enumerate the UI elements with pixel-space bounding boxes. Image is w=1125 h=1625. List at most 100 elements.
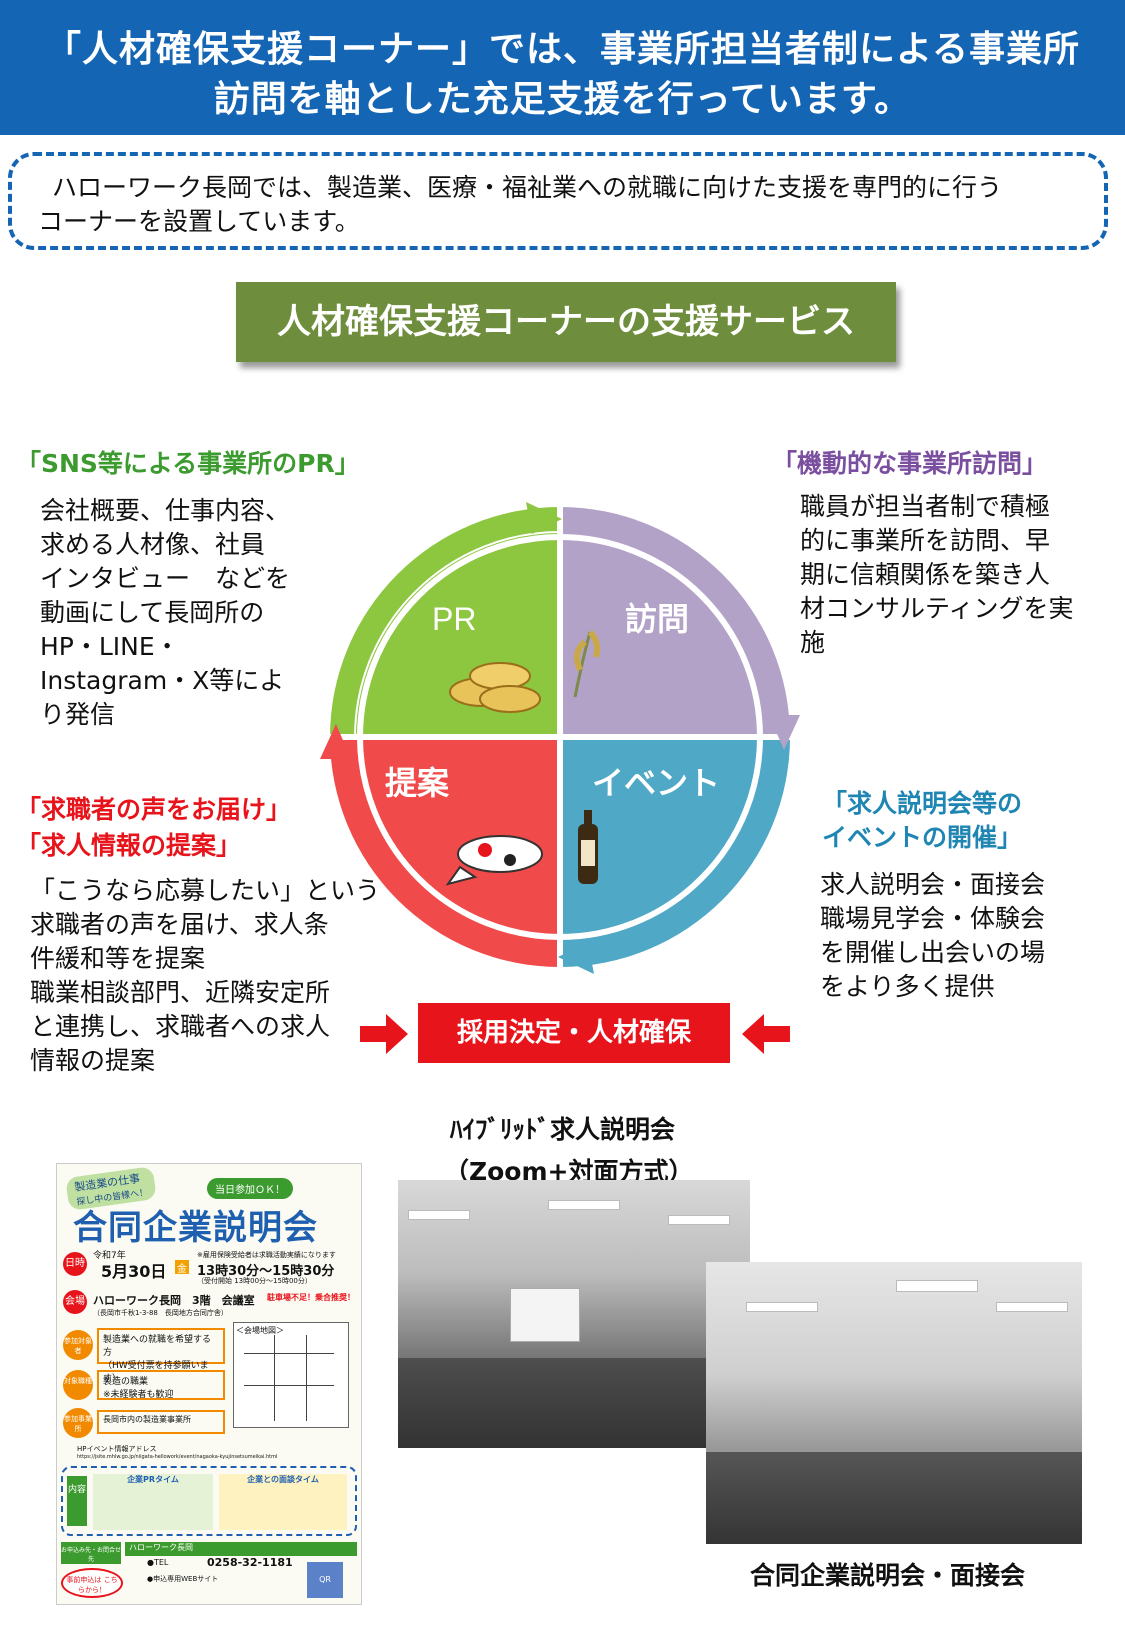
visit-body-line: 的に事業所を訪問、早 xyxy=(800,526,1051,555)
sake-bottle-icon xyxy=(578,810,598,884)
flyer-date-era: 令和7年 xyxy=(93,1251,126,1261)
flyer-content-label: 内容 xyxy=(67,1476,87,1526)
event-body-line: 職場見学会・体験会 xyxy=(820,904,1046,933)
hybrid-title: ﾊｲﾌﾞﾘｯﾄﾞ求人説明会 （Zoom+対面方式） xyxy=(444,1110,693,1188)
event-flyer: 製造業の仕事 探し中の皆様へ！ 当日参加ＯＫ！ 合同企業説明会 日時 令和7年 … xyxy=(56,1163,362,1605)
flyer-day: 金 xyxy=(175,1260,189,1275)
proposal-body-line: と連携し、求職者への求人 xyxy=(30,1012,331,1041)
rice-plant-icon xyxy=(573,629,601,698)
projection-screen xyxy=(510,1288,580,1342)
flyer-warning: 駐車場不足！乗合推奨！ xyxy=(267,1293,355,1302)
intro-line-2: コーナーを設置しています。 xyxy=(38,207,360,236)
flyer-venue-addr: （長岡市千秋1-3-88 長岡地方合同庁舎） xyxy=(93,1309,228,1317)
header-banner: 「人材確保支援コーナー」では、事業所担当者制による事業所 訪問を軸とした充足支援… xyxy=(0,0,1125,135)
visit-body-line: 施 xyxy=(800,628,826,657)
flyer-date: 5月30日 xyxy=(101,1262,167,1281)
arrow-proposal-to-pr xyxy=(320,724,351,759)
flyer-qr-code[interactable]: QR xyxy=(307,1562,343,1598)
event-body: 求人説明会・面接会 職場見学会・体験会 を開催し出会いの場 をより多く提供 xyxy=(820,868,1045,1004)
flyer-target-box: 製造業への就職を希望する方 （HW受付票を持参願います） xyxy=(97,1328,225,1384)
quadrant-visit xyxy=(560,507,790,737)
quadrant-label-pr: PR xyxy=(432,601,476,637)
support-cycle-diagram: PR 訪問 提案 イベント xyxy=(300,492,820,992)
pr-body-line: り発信 xyxy=(40,700,116,729)
quadrant-label-event: イベント xyxy=(592,764,720,802)
pr-body-line: 求める人材像、社員 xyxy=(40,530,266,559)
visit-body: 職員が担当者制で積極 的に事業所を訪問、早 期に信頼関係を築き人 材コンサルティ… xyxy=(800,490,1074,660)
flyer-content-a: 企業PRタイム xyxy=(93,1474,213,1530)
header-line-1: 「人材確保支援コーナー」では、事業所担当者制による事業所 xyxy=(45,29,1080,70)
pr-body-line: 会社概要、仕事内容、 xyxy=(40,496,291,525)
pr-body: 会社概要、仕事内容、 求める人材像、社員 インタビュー などを 動画にして長岡所… xyxy=(40,494,290,732)
proposal-body-line: 件緩和等を提案 xyxy=(30,944,206,973)
pr-body-line: Instagram・X等によ xyxy=(40,666,285,695)
right-arrow-icon xyxy=(360,1014,408,1054)
flyer-date-label: 日時 xyxy=(63,1252,87,1276)
flyer-title: 合同企業説明会 xyxy=(73,1208,318,1248)
flyer-reserve-badge[interactable]: 事前申込は こちらから！ xyxy=(61,1568,123,1598)
hybrid-title-line-1: ﾊｲﾌﾞﾘｯﾄﾞ求人説明会 xyxy=(450,1115,676,1144)
proposal-body-line: 職業相談部門、近隣安定所 xyxy=(30,978,331,1007)
intro-line-1: ハローワーク長岡では、製造業、医療・福祉業への就職に向けた支援を専門的に行う xyxy=(52,173,1003,202)
flyer-target: 製造業への就職を希望する方 xyxy=(103,1335,212,1358)
quadrant-proposal xyxy=(330,737,560,967)
flyer-url[interactable]: https://jsite.mhlw.go.jp/niigata-hellowo… xyxy=(77,1454,278,1460)
service-title: 人材確保支援コーナーの支援サービス xyxy=(236,282,896,362)
flyer-venue-label: 会場 xyxy=(63,1290,87,1314)
event-body-line: を開催し出会いの場 xyxy=(820,938,1046,967)
flyer-venue: ハローワーク長岡 3階 会議室 xyxy=(93,1294,255,1307)
flyer-map: ＜会場地図＞ xyxy=(233,1322,349,1428)
proposal-heading-2: 「求人情報の提案」 xyxy=(16,831,242,860)
flyer-time: 13時30分～15時30分 xyxy=(197,1264,335,1279)
flyer-target-2: （HW受付票を持参願います） xyxy=(103,1361,209,1384)
flyer-content-box: 内容 企業PRタイム 企業との面談タイム xyxy=(61,1466,357,1536)
visit-body-line: 職員が担当者制で積極 xyxy=(800,492,1051,521)
event-heading-1: 「求人説明会等の xyxy=(822,789,1023,818)
flyer-tel: 0258-32-1181 xyxy=(207,1556,293,1569)
flyer-industry-box: 製造の職業 ※未経験者も歓迎 xyxy=(97,1370,225,1400)
flyer-industry-label: 対象職種 xyxy=(63,1370,93,1400)
flyer-company: 長岡市内の製造業事業所 xyxy=(97,1410,225,1434)
left-arrow-icon xyxy=(742,1014,790,1054)
flyer-tag-2: 当日参加ＯＫ！ xyxy=(207,1178,293,1199)
quadrant-label-visit: 訪問 xyxy=(625,600,689,638)
proposal-body-line: 「こうなら応募したい」という xyxy=(30,876,381,905)
arrow-visit-to-event xyxy=(769,715,800,750)
flyer-target-label: 参加対象者 xyxy=(63,1330,93,1360)
visit-heading: 「機動的な事業所訪問」 xyxy=(772,449,1048,478)
arrow-event-to-proposal xyxy=(558,942,594,974)
flyer-url-label: HPイベント情報アドレス xyxy=(77,1445,157,1453)
joint-briefing-photo xyxy=(706,1262,1082,1544)
visit-body-line: 期に信頼関係を築き人 xyxy=(800,560,1051,589)
flyer-note: ※雇用保険受給者は求職活動実績になります xyxy=(197,1251,336,1259)
proposal-body-line: 求職者の声を届け、求人条 xyxy=(30,910,329,939)
koi-fish-icon xyxy=(445,835,543,886)
rice-bale-icon xyxy=(449,662,541,713)
flyer-contact-label: お申込み先・お問合せ先 xyxy=(61,1542,121,1564)
flyer-content-b: 企業との面談タイム xyxy=(219,1474,347,1530)
pr-heading: 「SNS等による事業所のPR」 xyxy=(16,449,360,478)
proposal-body: 「こうなら応募したい」という 求職者の声を届け、求人条 件緩和等を提案 職業相談… xyxy=(30,874,380,1078)
photo-caption: 合同企業説明会・面接会 xyxy=(750,1561,1026,1590)
hybrid-session-photo xyxy=(398,1180,750,1448)
visit-body-line: 材コンサルティングを実 xyxy=(800,594,1074,623)
event-body-line: 求人説明会・面接会 xyxy=(820,870,1046,899)
quadrant-label-proposal: 提案 xyxy=(385,764,450,802)
flyer-industry: 製造の職業 xyxy=(103,1377,149,1387)
flyer-industry-2: ※未経験者も歓迎 xyxy=(103,1390,174,1400)
pr-body-line: インタビュー などを xyxy=(40,564,291,593)
pr-body-line: 動画にして長岡所の xyxy=(40,598,265,627)
pr-body-line: HP・LINE・ xyxy=(40,632,180,661)
result-box: 採用決定・人材確保 xyxy=(418,1003,730,1063)
flyer-map-label: ＜会場地図＞ xyxy=(236,1326,284,1335)
flyer-time-sub: （受付開始 13時00分～15時00分） xyxy=(197,1277,312,1285)
intro-box: ハローワーク長岡では、製造業、医療・福祉業への就職に向けた支援を専門的に行う コ… xyxy=(8,152,1108,250)
flyer-tel-label: ●TEL xyxy=(147,1558,169,1567)
quadrant-event xyxy=(560,737,790,967)
event-body-line: をより多く提供 xyxy=(820,972,995,1001)
flyer-company-label: 参加事業所 xyxy=(63,1408,93,1438)
event-heading-2: イベントの開催」 xyxy=(822,823,1023,852)
header-line-2: 訪問を軸とした充足支援を行っています。 xyxy=(213,79,912,120)
flyer-web: ●申込専用WEBサイト xyxy=(147,1575,219,1583)
arrow-pr-to-visit xyxy=(526,502,562,534)
